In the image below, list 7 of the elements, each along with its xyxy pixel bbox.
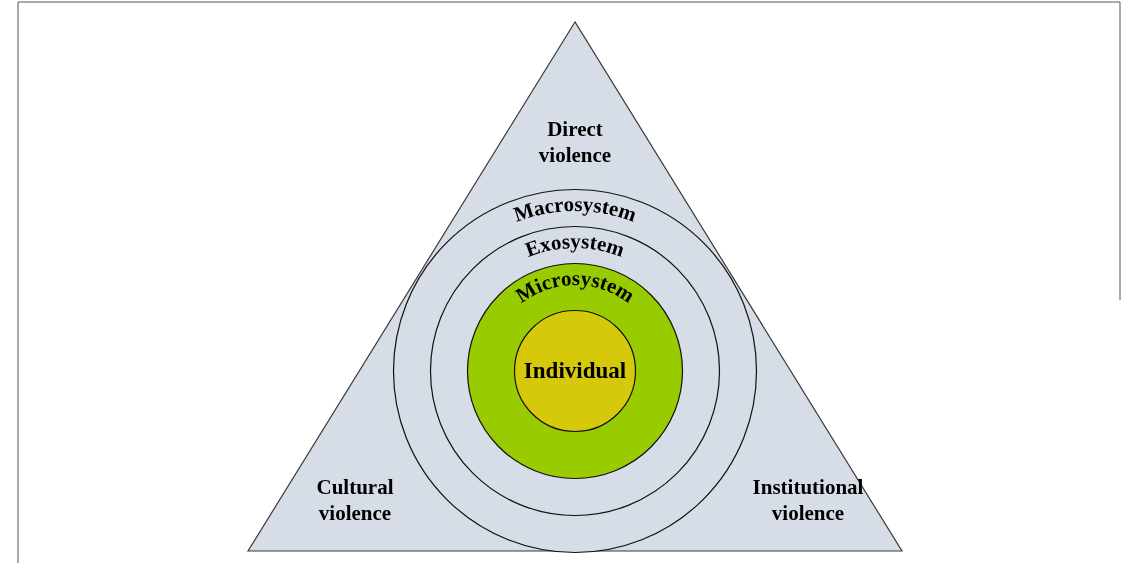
ring-label: Microsystem	[511, 266, 639, 308]
ring-label: Macrosystem	[510, 191, 640, 227]
ring-label: Exosystem	[522, 229, 628, 262]
region-label: Cultural violence	[315, 474, 395, 527]
region-label: Institutional violence	[751, 474, 865, 527]
circle-label: Individual	[522, 357, 628, 385]
region-label: Direct violence	[537, 116, 613, 169]
